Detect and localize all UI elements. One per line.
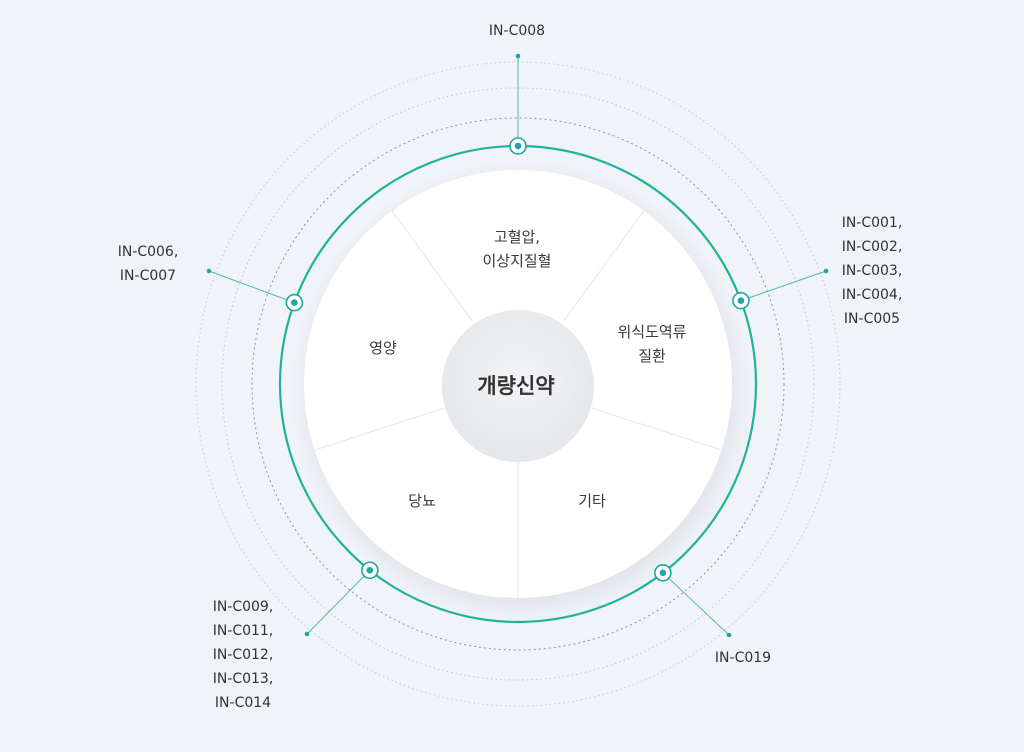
segment-label-line: 이상지질혈 <box>482 252 551 270</box>
segment-divider <box>314 407 444 451</box>
marker-dot <box>291 299 298 306</box>
marker-code-line: IN-C005 <box>844 311 900 327</box>
segment-label-line: 기타 <box>578 492 606 510</box>
marker-code-line: IN-C006, <box>118 244 179 260</box>
marker-code-line: IN-C009, <box>213 599 274 615</box>
marker-leader-line <box>662 572 730 636</box>
segment-label: 기타 <box>578 492 606 510</box>
marker-code-label: IN-C009, IN-C011, IN-C012, IN-C013, IN-C014 <box>213 599 274 711</box>
marker-dot <box>514 142 522 150</box>
marker-dot <box>737 297 745 304</box>
marker-code-line: IN-C019 <box>715 650 771 666</box>
segment-divider <box>592 407 722 451</box>
marker-leader-line <box>740 270 827 302</box>
marker-code-line: IN-C003, <box>842 263 903 279</box>
segment-label: 영양 <box>369 339 397 357</box>
marker-code-line: IN-C008 <box>489 23 545 39</box>
segment-label-line: 질환 <box>638 347 666 365</box>
segment-label-line: 위식도역류 <box>617 323 686 341</box>
center-label: 개량신약 <box>477 374 554 398</box>
marker-leader-line <box>208 270 295 304</box>
marker-code-line: IN-C013, <box>213 671 274 687</box>
marker-code-line: IN-C012, <box>213 647 274 663</box>
segment-label-line: 영양 <box>369 339 397 357</box>
marker-code-label: IN-C006, IN-C007 <box>118 244 179 284</box>
segment-label-line: 고혈압, <box>494 228 540 246</box>
marker-end-dot <box>515 53 521 59</box>
segment-divider <box>391 210 473 322</box>
middle-dotted-ring <box>221 87 815 681</box>
marker-code-line: IN-C001, <box>842 215 903 231</box>
marker-end-dot <box>206 268 212 274</box>
marker-code-line: IN-C004, <box>842 287 903 303</box>
category-markers: IN-C008IN-C001,IN-C002,IN-C003,IN-C004,I… <box>118 23 903 711</box>
marker-code-line: IN-C002, <box>842 239 903 255</box>
marker-leader-line <box>306 569 371 635</box>
marker-code-label: IN-C001, IN-C002, IN-C003, IN-C004, IN-C005 <box>842 215 903 327</box>
segment-divider <box>563 210 645 322</box>
marker-code-line: IN-C014 <box>215 695 271 711</box>
segment-label: 고혈압, 이상지질혈 <box>482 228 551 270</box>
marker-dot <box>366 566 374 574</box>
segment-dividers <box>314 210 722 598</box>
center-circle <box>442 310 594 462</box>
marker-code-line: IN-C011, <box>213 623 274 639</box>
segment-label: 당뇨 <box>408 492 436 510</box>
marker-code-label: IN-C019 <box>715 650 771 666</box>
marker-end-dot <box>823 268 829 274</box>
marker-end-dot <box>726 632 732 638</box>
marker-code-line: IN-C007 <box>120 268 176 284</box>
segment-label-line: 당뇨 <box>408 492 436 510</box>
marker-code-label: IN-C008 <box>489 23 545 39</box>
marker-end-dot <box>304 631 310 637</box>
marker-dot <box>659 569 667 577</box>
inner-dotted-ring <box>251 117 785 651</box>
